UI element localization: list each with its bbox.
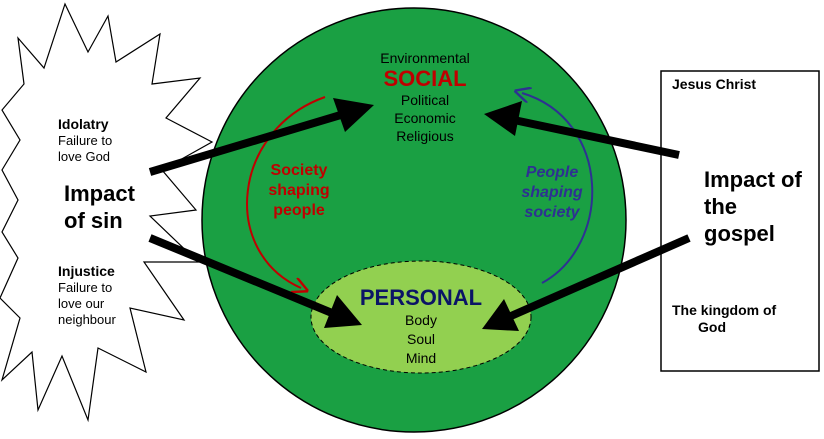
injustice-text: Failure to love our neighbour bbox=[58, 280, 116, 328]
impact-of-sin-line-1: Impact bbox=[64, 181, 135, 206]
kingdom-label: The kingdom of God bbox=[672, 302, 776, 336]
people-shaping-label: People shaping society bbox=[507, 163, 597, 223]
religious-label: Religious bbox=[396, 128, 454, 144]
people-shaping-arrow bbox=[522, 93, 594, 284]
society-shaping-arrow bbox=[246, 96, 326, 288]
kingdom-line-1: The kingdom of bbox=[672, 302, 777, 318]
soul-label: Soul bbox=[406, 331, 436, 347]
society-shaping-label: Society shaping people bbox=[254, 161, 344, 221]
personal-title: PERSONAL bbox=[359, 285, 483, 310]
injustice-title: Injustice bbox=[58, 263, 115, 279]
body-label: Body bbox=[405, 312, 437, 328]
idolatry-text: Failure to love God bbox=[58, 133, 112, 165]
gospel-box bbox=[660, 70, 820, 372]
people-shaping-line-2: shaping bbox=[521, 184, 583, 201]
social-title: SOCIAL bbox=[383, 66, 467, 91]
gospel-to-personal-arrow bbox=[482, 234, 691, 331]
idolatry-text-line-2: love God bbox=[58, 149, 111, 164]
impact-of-gospel-label: Impact of the gospel bbox=[704, 166, 802, 247]
injustice-text-line-1: Failure to bbox=[58, 280, 113, 295]
idolatry-title: Idolatry bbox=[58, 116, 109, 132]
impact-of-sin-line-2: of sin bbox=[64, 208, 123, 233]
mind-label: Mind bbox=[405, 350, 437, 366]
society-shaping-line-2: shaping bbox=[268, 182, 330, 199]
political-label: Political bbox=[400, 92, 450, 108]
injustice-text-line-2: love our bbox=[58, 296, 105, 311]
impact-of-gospel-line-2: the bbox=[704, 194, 737, 219]
sin-starburst bbox=[0, 2, 214, 423]
jesus-christ-label: Jesus Christ bbox=[672, 76, 757, 92]
sin-to-personal-arrow bbox=[148, 234, 362, 328]
personal-ellipse bbox=[310, 260, 532, 374]
idolatry-text-line-1: Failure to bbox=[58, 133, 113, 148]
people-shaping-line-1: People bbox=[525, 164, 579, 181]
gospel-to-social-arrow bbox=[484, 101, 680, 159]
sin-to-social-arrow bbox=[148, 98, 374, 176]
injustice-text-line-3: neighbour bbox=[58, 312, 116, 327]
impact-of-gospel-line-1: Impact of bbox=[704, 167, 802, 192]
personal-block: PERSONAL Body Soul Mind bbox=[346, 285, 496, 368]
kingdom-line-2: God bbox=[698, 319, 726, 335]
environmental-label: Environmental bbox=[380, 50, 470, 66]
society-shaping-line-1: Society bbox=[270, 162, 328, 179]
society-shaping-line-3: people bbox=[273, 202, 325, 219]
people-shaping-line-3: society bbox=[524, 204, 580, 221]
impact-of-gospel-line-3: gospel bbox=[704, 221, 775, 246]
economic-label: Economic bbox=[394, 110, 456, 126]
social-block: Environmental SOCIAL Political Economic … bbox=[352, 49, 498, 145]
impact-of-sin-label: Impact of sin bbox=[64, 180, 135, 234]
